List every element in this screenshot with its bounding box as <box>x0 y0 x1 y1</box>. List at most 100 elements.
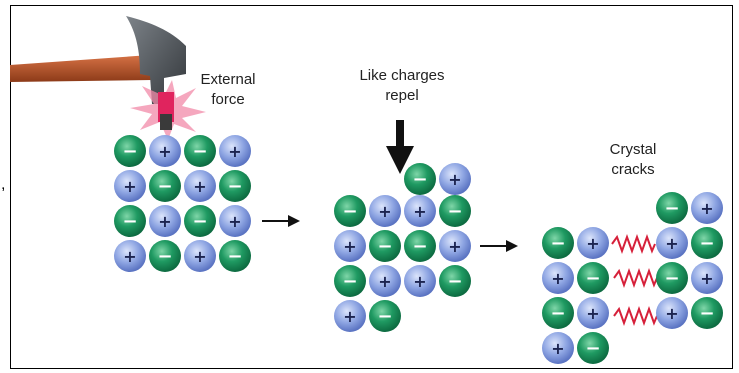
cracked-left-ion-negative-0-0: − <box>542 227 574 259</box>
svg-text:+: + <box>193 177 206 196</box>
intact-ion-positive-0-3: + <box>219 135 251 167</box>
intact-ion-positive-1-2: + <box>184 170 216 202</box>
svg-text:−: − <box>192 141 207 162</box>
arrow-right-1 <box>262 215 300 227</box>
svg-text:+: + <box>123 177 136 196</box>
svg-text:−: − <box>664 198 679 219</box>
spring-1 <box>611 234 656 254</box>
svg-text:+: + <box>378 272 391 291</box>
crystal-cracks-line1: Crystal <box>609 141 657 158</box>
shifted-ion-positive-1-3: + <box>439 230 471 262</box>
svg-text:+: + <box>123 247 136 266</box>
svg-text:+: + <box>228 212 241 231</box>
svg-text:−: − <box>157 246 172 267</box>
crystal-cracks-line2: cracks <box>611 161 655 178</box>
cracked-left-ion-positive-2-1: + <box>577 297 609 329</box>
svg-text:+: + <box>448 237 461 256</box>
cracked-left-ion-negative-2-0: − <box>542 297 574 329</box>
cracked-right-ion-positive-1-0: + <box>656 227 688 259</box>
cracked-left-ion-positive-0-1: + <box>577 227 609 259</box>
intact-ion-positive-2-1: + <box>149 205 181 237</box>
svg-text:−: − <box>447 271 462 292</box>
cracked-left-ion-negative-3-1: − <box>577 332 609 364</box>
svg-text:−: − <box>699 303 714 324</box>
svg-text:+: + <box>700 199 713 218</box>
like-charges-line2: repel <box>385 87 419 104</box>
svg-text:+: + <box>413 202 426 221</box>
cracked-right-ion-positive-2-1: + <box>691 262 723 294</box>
svg-text:−: − <box>227 246 242 267</box>
cracked-right-ion-negative-1-1: − <box>691 227 723 259</box>
svg-text:−: − <box>377 306 392 327</box>
svg-text:−: − <box>447 201 462 222</box>
intact-ion-negative-2-0: − <box>114 205 146 237</box>
external-force-label: External force <box>188 70 268 110</box>
svg-text:−: − <box>227 176 242 197</box>
svg-text:+: + <box>343 237 356 256</box>
svg-text:−: − <box>122 141 137 162</box>
svg-text:−: − <box>585 338 600 359</box>
cracked-right-ion-negative-0-0: − <box>656 192 688 224</box>
intact-ion-negative-3-1: − <box>149 240 181 272</box>
svg-text:+: + <box>448 170 461 189</box>
svg-text:−: − <box>664 268 679 289</box>
shifted-ion-negative-2-3: − <box>439 265 471 297</box>
external-force-line2: force <box>211 91 245 108</box>
svg-text:+: + <box>413 272 426 291</box>
shifted-ion-positive-1-0: + <box>334 230 366 262</box>
margin-mark: , <box>1 176 6 193</box>
intact-ion-negative-0-2: − <box>184 135 216 167</box>
shifted-ion-negative-1-1: − <box>369 230 401 262</box>
svg-text:+: + <box>158 212 171 231</box>
shifted-top-ion-negative-0-0: − <box>404 163 436 195</box>
cracked-right-ion-positive-3-0: + <box>656 297 688 329</box>
cracked-left-ion-negative-1-1: − <box>577 262 609 294</box>
intact-ion-positive-3-2: + <box>184 240 216 272</box>
svg-text:+: + <box>158 142 171 161</box>
shifted-ion-positive-2-2: + <box>404 265 436 297</box>
shifted-ion-negative-1-2: − <box>404 230 436 262</box>
svg-text:−: − <box>342 201 357 222</box>
intact-ion-positive-2-3: + <box>219 205 251 237</box>
arrow-right-2 <box>480 240 518 252</box>
svg-text:−: − <box>550 233 565 254</box>
shifted-ion-negative-2-0: − <box>334 265 366 297</box>
svg-text:−: − <box>550 303 565 324</box>
crystal-cracks-label: Crystal cracks <box>588 140 678 180</box>
hammer-icon <box>10 16 186 104</box>
shifted-ion-positive-0-1: + <box>369 195 401 227</box>
cracked-right-ion-negative-3-1: − <box>691 297 723 329</box>
shifted-ion-negative-3-1: − <box>369 300 401 332</box>
impact-burst-icon <box>130 80 206 140</box>
intact-ion-negative-2-2: − <box>184 205 216 237</box>
svg-text:−: − <box>699 233 714 254</box>
cracked-right-ion-positive-0-1: + <box>691 192 723 224</box>
svg-text:+: + <box>586 234 599 253</box>
shifted-top-ion-positive-0-1: + <box>439 163 471 195</box>
svg-text:−: − <box>377 236 392 257</box>
cracked-left-ion-positive-1-0: + <box>542 262 574 294</box>
ion-layer: −+−++−+−−+−++−+−−+−++−+−−+−++−+−−++−−++−… <box>114 135 723 364</box>
like-charges-line1: Like charges <box>359 67 445 84</box>
svg-text:−: − <box>122 211 137 232</box>
shifted-ion-positive-3-0: + <box>334 300 366 332</box>
svg-text:+: + <box>378 202 391 221</box>
svg-text:+: + <box>665 304 678 323</box>
svg-text:+: + <box>551 339 564 358</box>
intact-ion-negative-3-3: − <box>219 240 251 272</box>
svg-text:+: + <box>586 304 599 323</box>
svg-text:+: + <box>700 269 713 288</box>
intact-ion-positive-1-0: + <box>114 170 146 202</box>
intact-ion-positive-0-1: + <box>149 135 181 167</box>
arrow-down <box>386 120 414 174</box>
intact-ion-negative-1-1: − <box>149 170 181 202</box>
cracked-left-ion-positive-3-0: + <box>542 332 574 364</box>
spring-2 <box>613 268 658 288</box>
shifted-ion-negative-0-0: − <box>334 195 366 227</box>
cracked-right-ion-negative-2-0: − <box>656 262 688 294</box>
intact-ion-negative-1-3: − <box>219 170 251 202</box>
intact-ion-negative-0-0: − <box>114 135 146 167</box>
shifted-ion-positive-0-2: + <box>404 195 436 227</box>
